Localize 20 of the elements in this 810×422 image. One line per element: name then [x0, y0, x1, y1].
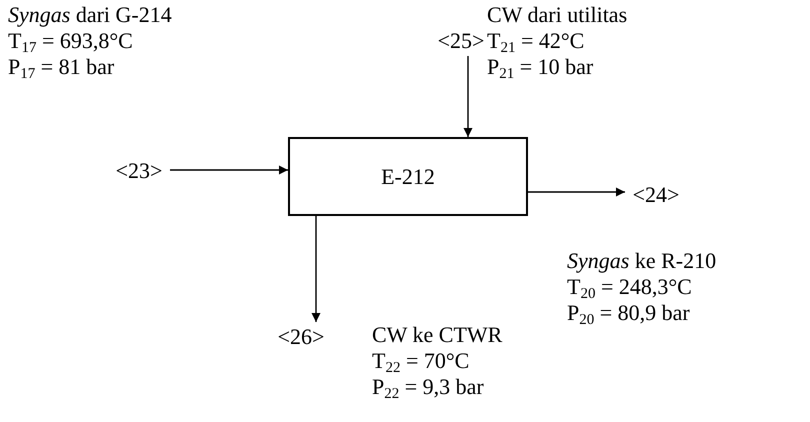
- temperature-value: T$_{22}$ = 70°C: [372, 348, 470, 374]
- equipment-box: E-212: [288, 137, 528, 216]
- temperature-value: T$_{17}$ = 693,8°C: [8, 28, 133, 54]
- pressure-value: P$_{20}$ = 80,9 bar: [567, 300, 690, 326]
- stream-description: Syngas ke R-210: [567, 248, 716, 274]
- stream-number: <24>: [625, 180, 687, 210]
- arrow: [170, 166, 288, 174]
- arrow: [528, 188, 625, 196]
- stream-description: CW dari utilitas: [487, 2, 628, 28]
- pressure-value: P$_{17}$ = 81 bar: [8, 54, 114, 80]
- stream-number: <23>: [108, 156, 170, 186]
- pressure-value: P$_{21}$ = 10 bar: [487, 54, 594, 80]
- stream-number: <26>: [270, 322, 332, 352]
- arrow: [312, 216, 320, 322]
- arrow: [464, 56, 472, 137]
- temperature-value: T$_{21}$ = 42°C: [487, 28, 584, 54]
- stream-description: Syngas dari G-214: [8, 2, 172, 28]
- stream-description: CW ke CTWR: [372, 322, 502, 348]
- pressure-value: P$_{22}$ = 9,3 bar: [372, 374, 484, 400]
- temperature-value: T$_{20}$ = 248,3°C: [567, 274, 692, 300]
